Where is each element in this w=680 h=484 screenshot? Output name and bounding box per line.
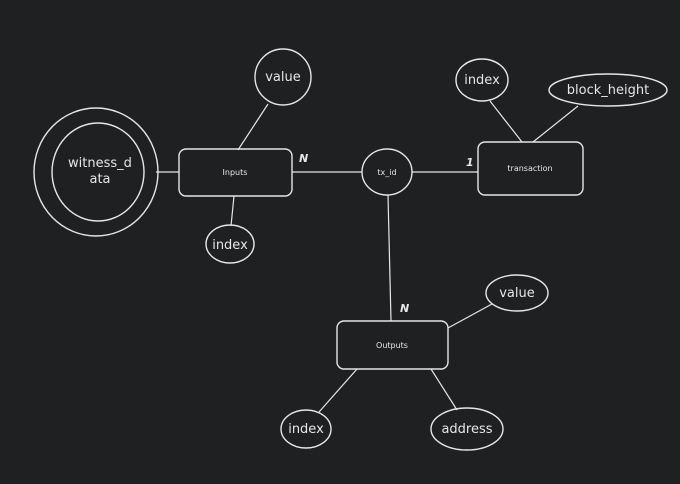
transaction-index-label: index bbox=[464, 73, 500, 88]
outputs-address-attribute: address bbox=[430, 407, 504, 451]
edge-txid-outputs bbox=[387, 194, 392, 322]
cardinality-inputs: N bbox=[299, 152, 308, 165]
transaction-entity: transaction bbox=[477, 141, 584, 196]
inputs-entity: Inputs bbox=[178, 148, 293, 197]
outputs-value-attribute: value bbox=[485, 274, 549, 312]
outputs-address-oval bbox=[430, 407, 504, 451]
edge-transaction-index bbox=[489, 100, 523, 143]
witness-data-entity: witness_d ata bbox=[33, 107, 159, 237]
transaction-box bbox=[477, 141, 584, 196]
inputs-index-oval bbox=[205, 224, 255, 264]
outputs-entity: Outputs bbox=[336, 320, 449, 370]
inputs-label: Inputs bbox=[223, 168, 248, 177]
block-height-oval bbox=[548, 73, 668, 107]
edge-inputs-index bbox=[230, 195, 235, 227]
outputs-index-attribute: index bbox=[280, 409, 332, 449]
block-height-label: block_height bbox=[567, 83, 649, 98]
inputs-value-label: value bbox=[265, 70, 301, 85]
outputs-address-label: address bbox=[441, 422, 492, 437]
transaction-block-height-attribute: block_height bbox=[548, 73, 668, 107]
outputs-value-label: value bbox=[499, 286, 535, 301]
inputs-value-attribute: value bbox=[254, 48, 312, 106]
cardinality-outputs: N bbox=[400, 302, 409, 315]
witness-data-outer-ring bbox=[33, 107, 159, 237]
witness-data-label-line1: witness_d bbox=[68, 156, 132, 171]
outputs-box bbox=[336, 320, 449, 370]
transaction-label: transaction bbox=[507, 164, 552, 173]
tx-id-oval bbox=[361, 148, 413, 196]
transaction-index-attribute: index bbox=[455, 58, 509, 102]
edge-outputs-address bbox=[430, 368, 458, 411]
edge-transaction-block-height bbox=[532, 105, 579, 143]
outputs-index-oval bbox=[280, 409, 332, 449]
inputs-value-oval bbox=[254, 48, 312, 106]
edge-inputs-value bbox=[237, 103, 269, 151]
inputs-box bbox=[178, 148, 293, 197]
witness-data-label-line2: ata bbox=[89, 172, 110, 187]
edge-outputs-value bbox=[447, 303, 493, 329]
tx-id-attribute: tx_id bbox=[361, 148, 413, 196]
cardinality-transaction: 1 bbox=[466, 156, 474, 169]
edge-outputs-index bbox=[318, 368, 358, 413]
outputs-label: Outputs bbox=[376, 341, 408, 350]
transaction-index-oval bbox=[455, 58, 509, 102]
witness-data-inner-ring bbox=[51, 122, 145, 222]
inputs-index-label: index bbox=[212, 238, 248, 253]
inputs-index-attribute: index bbox=[205, 224, 255, 264]
outputs-value-oval bbox=[485, 274, 549, 312]
outputs-index-label: index bbox=[288, 422, 324, 437]
tx-id-label: tx_id bbox=[377, 168, 396, 177]
